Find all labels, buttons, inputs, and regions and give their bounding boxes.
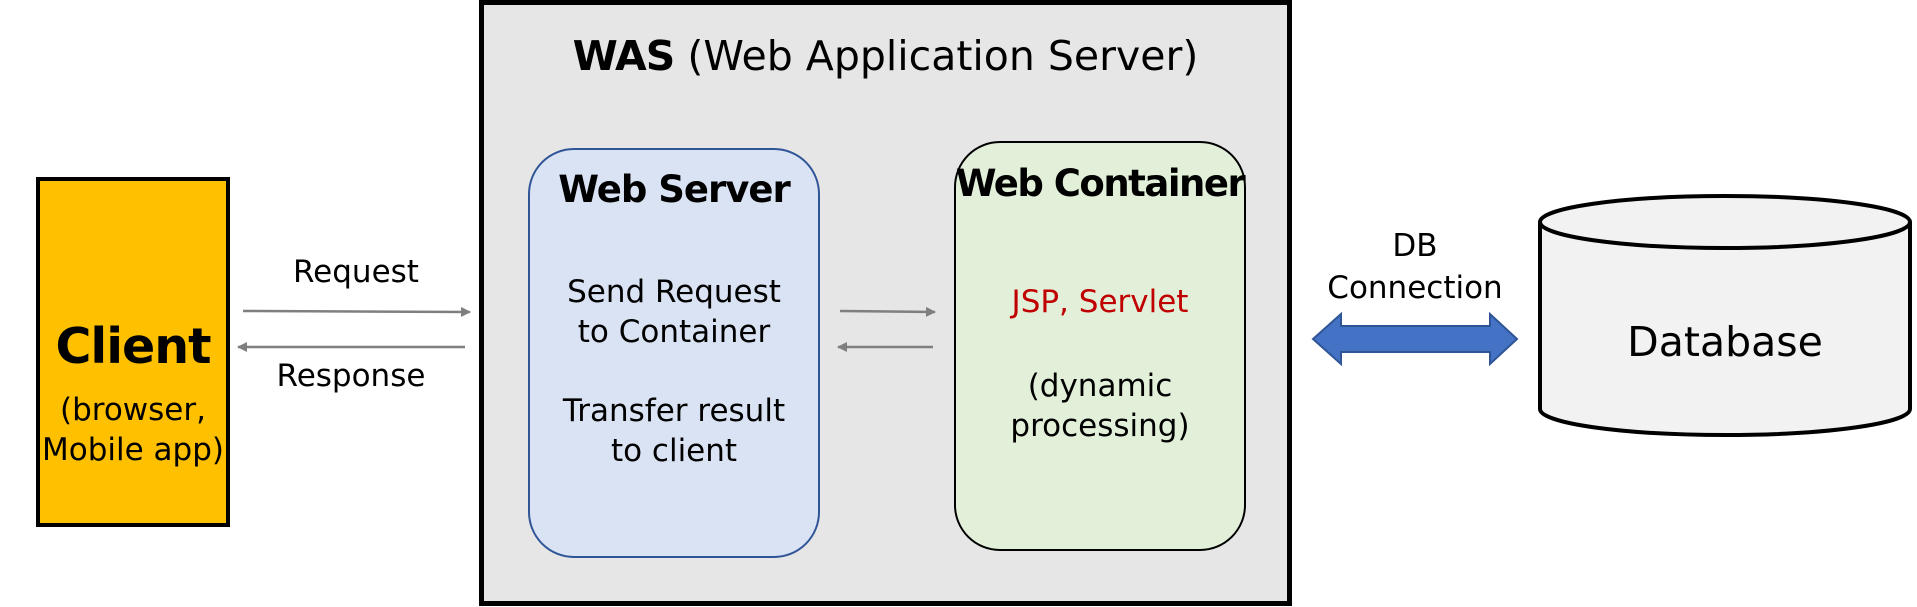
was-title: WAS (Web Application Server) — [479, 32, 1292, 80]
web-container-title: Web Container — [955, 162, 1246, 205]
db-connection-label: DB Connection — [1310, 225, 1520, 309]
database-cylinder-icon — [1538, 194, 1912, 437]
was-title-bold: WAS — [572, 32, 676, 80]
response-label: Response — [276, 358, 426, 394]
web-server-text1-line1: Send Request — [567, 274, 781, 310]
client-subtitle-line2: Mobile app) — [42, 432, 224, 468]
web-container-desc: (dynamic processing) — [954, 366, 1246, 446]
web-server-text2-line2: to client — [610, 433, 738, 469]
client-subtitle: (browser, Mobile app) — [36, 390, 230, 470]
database-label: Database — [1627, 318, 1823, 366]
to-container-arrow — [839, 306, 936, 317]
web-server-text1-line2: to Container — [577, 314, 771, 350]
web-container-desc-line2: processing) — [1010, 408, 1190, 444]
web-server-transfer-result: Transfer result to client — [528, 391, 820, 471]
web-server-send-request: Send Request to Container — [528, 272, 820, 352]
web-container-desc-line1: (dynamic — [1027, 368, 1173, 404]
db-connection-line2: Connection — [1327, 270, 1503, 306]
client-subtitle-line1: (browser, — [60, 392, 206, 428]
db-connection-arrow-icon — [1311, 311, 1519, 367]
client-title: Client — [55, 318, 211, 375]
web-server-text2-line1: Transfer result — [562, 393, 786, 429]
web-server-title: Web Server — [558, 168, 790, 211]
web-server-box — [528, 148, 820, 558]
web-container-box — [954, 141, 1246, 551]
web-container-tech: JSP, Servlet — [1011, 284, 1189, 320]
request-arrow — [242, 306, 471, 317]
was-title-rest: (Web Application Server) — [687, 32, 1199, 80]
client-box — [36, 177, 230, 527]
db-connection-line1: DB — [1392, 228, 1438, 264]
request-label: Request — [293, 254, 419, 290]
